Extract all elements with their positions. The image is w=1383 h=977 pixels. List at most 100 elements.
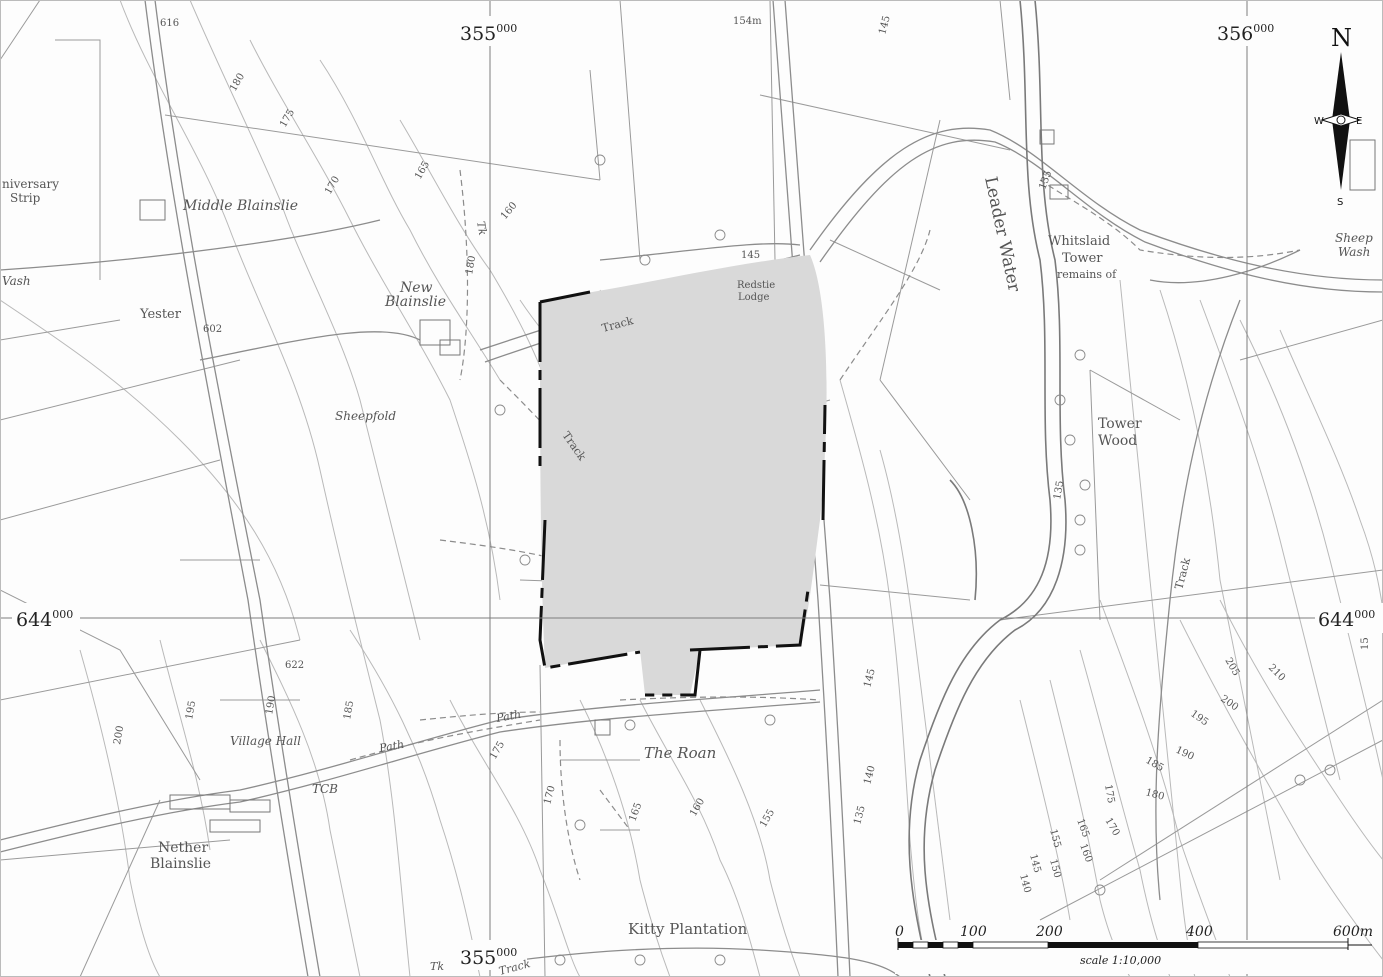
scale-bar: 0 100 200 400 600m scale 1:10,000 bbox=[895, 924, 1373, 974]
scale-tick-600m: 600m bbox=[1333, 924, 1373, 940]
buildings bbox=[139, 129, 1376, 833]
label-lodge: Lodge bbox=[738, 292, 769, 303]
contour-label: 140 bbox=[862, 764, 878, 785]
contour-label: 185 bbox=[1144, 755, 1166, 774]
label-whitslaid-2: Tower bbox=[1062, 251, 1103, 266]
spot-heights: 616 602 622 154m 145 bbox=[160, 16, 762, 671]
grid-label-easting-355-bottom: 355000 bbox=[455, 940, 527, 970]
tree-symbols bbox=[464, 154, 1336, 966]
contour-label: 160 bbox=[1077, 842, 1094, 864]
label-nether-blainslie-2: Blainslie bbox=[150, 856, 211, 872]
contour-label: 145 bbox=[1027, 853, 1043, 874]
label-sheepfold: Sheepfold bbox=[335, 409, 396, 423]
label-tcb: TCB bbox=[312, 782, 338, 796]
grid-label-easting-356-top: 356000 bbox=[1212, 16, 1284, 46]
contour-label: 175 bbox=[278, 107, 297, 129]
contour-label: 145 bbox=[862, 667, 878, 688]
compass-s-label: S bbox=[1337, 197, 1343, 208]
contour-label: 140 bbox=[1017, 873, 1033, 894]
label-track-3: Track bbox=[1172, 556, 1193, 591]
contour-label: 165 bbox=[627, 801, 644, 823]
svg-text:644000: 644000 bbox=[1318, 608, 1375, 631]
grid-label-easting-355-top: 355000 bbox=[455, 16, 527, 46]
label-leader-water: Leader Water bbox=[980, 175, 1024, 295]
scale-tick-100: 100 bbox=[960, 924, 987, 940]
compass-n-label: N bbox=[1331, 24, 1352, 52]
label-sheep-wash-1: Sheep bbox=[1335, 231, 1373, 245]
river bbox=[908, 0, 1067, 977]
svg-text:356000: 356000 bbox=[1217, 22, 1274, 45]
label-path-2: Path bbox=[377, 738, 405, 755]
label-university-strip-1: niversary bbox=[2, 177, 59, 191]
site-area bbox=[540, 255, 827, 695]
label-redstie: Redstie bbox=[737, 280, 775, 291]
contour-label: 195 bbox=[184, 700, 198, 721]
label-yester: Yester bbox=[139, 307, 182, 322]
spot-height-622: 622 bbox=[285, 660, 304, 671]
label-university-strip-2: Strip bbox=[10, 191, 41, 205]
contour-label: 200 bbox=[1218, 693, 1240, 713]
contour-label: 155 bbox=[758, 807, 777, 829]
label-nether-blainslie-1: Nether bbox=[158, 840, 208, 856]
grid-label-northing-644-left: 644000 bbox=[12, 603, 80, 633]
label-tower-wood-2: Wood bbox=[1098, 433, 1137, 449]
spot-height-616: 616 bbox=[160, 18, 179, 29]
contour-label: 145 bbox=[877, 14, 893, 35]
compass-w-label: W bbox=[1314, 116, 1324, 127]
compass-rose: N W E S bbox=[1314, 24, 1362, 208]
contour-label: 155 bbox=[1047, 828, 1063, 849]
grid-label-northing-644-right: 644000 bbox=[1315, 603, 1383, 633]
label-tower-wood-1: Tower bbox=[1098, 416, 1142, 432]
label-wash: Vash bbox=[2, 274, 31, 288]
spot-height-602: 602 bbox=[203, 324, 222, 335]
label-village-hall: Village Hall bbox=[230, 734, 301, 748]
contour-label: 170 bbox=[1102, 816, 1121, 838]
label-kitty-plantation: Kitty Plantation bbox=[628, 920, 748, 938]
label-tk-2: Tk bbox=[430, 960, 444, 973]
scale-tick-0: 0 bbox=[895, 924, 904, 940]
contour-label: 180 bbox=[228, 71, 247, 93]
contour-label: 195 bbox=[1188, 708, 1210, 728]
label-the-roan: The Roan bbox=[644, 744, 716, 762]
contour-label: 170 bbox=[542, 784, 558, 805]
label-tk-1: Tk bbox=[474, 220, 489, 236]
contour-label: 210 bbox=[1266, 662, 1287, 683]
svg-text:355000: 355000 bbox=[460, 22, 517, 45]
contour-label: 190 bbox=[264, 695, 278, 716]
contour-label: 185 bbox=[342, 700, 356, 721]
contour-label: 175 bbox=[488, 739, 507, 761]
site-boundary bbox=[538, 290, 827, 697]
contour-label: 160 bbox=[499, 200, 520, 222]
label-new-blainslie-1: New bbox=[399, 280, 433, 296]
contour-label: 15 bbox=[1360, 637, 1371, 650]
compass-e-label: E bbox=[1356, 116, 1362, 127]
scale-caption: scale 1:10,000 bbox=[1080, 954, 1161, 967]
contour-label: 160 bbox=[688, 796, 707, 818]
contour-label: 175 bbox=[1102, 784, 1116, 805]
contour-label: 200 bbox=[112, 725, 126, 746]
contour-label: 190 bbox=[1174, 745, 1196, 763]
contour-label: 135 bbox=[1052, 480, 1066, 501]
contour-label: 165 bbox=[1074, 817, 1091, 839]
contour-label: 180 bbox=[464, 255, 478, 276]
label-new-blainslie-2: Blainslie bbox=[384, 294, 446, 310]
contour-label: 135 bbox=[852, 804, 868, 825]
spot-height-145: 145 bbox=[741, 250, 760, 261]
contour-label: 180 bbox=[1144, 787, 1165, 803]
label-sheep-wash-2: Wash bbox=[1338, 245, 1370, 259]
spot-height-154: 154m bbox=[733, 16, 762, 27]
label-path-1: Path bbox=[494, 708, 522, 725]
label-middle-blainslie: Middle Blainslie bbox=[182, 198, 298, 214]
scale-tick-400: 400 bbox=[1185, 924, 1213, 940]
svg-text:355000: 355000 bbox=[460, 946, 517, 969]
label-whitslaid-1: Whitslaid bbox=[1048, 234, 1110, 249]
scale-tick-200: 200 bbox=[1035, 924, 1063, 940]
label-whitslaid-3: remains of bbox=[1057, 268, 1117, 281]
svg-text:644000: 644000 bbox=[16, 608, 73, 631]
contour-label: 170 bbox=[323, 174, 342, 196]
